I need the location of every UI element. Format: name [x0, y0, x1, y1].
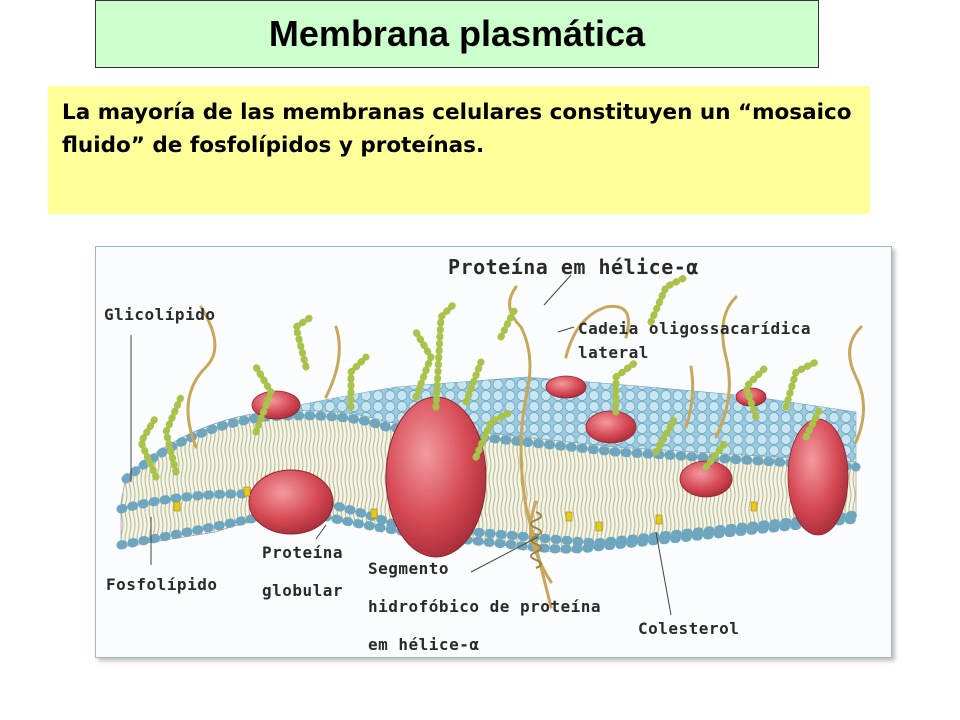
- protein-center: [585, 410, 637, 444]
- bilayer-bottom-edge: [116, 504, 861, 554]
- label-segment-2: hidrofóbico de proteína: [368, 597, 602, 616]
- label-globular-protein-1: Proteína: [262, 543, 344, 562]
- description-box: La mayoría de las membranas celulares co…: [48, 86, 870, 214]
- label-segment-1: Segmento: [368, 559, 450, 578]
- description-text: La mayoría de las membranas celulares co…: [62, 100, 852, 158]
- helix-coil: [530, 511, 542, 569]
- protein-mid-top: [545, 375, 587, 399]
- label-alpha-helix-protein: Proteína em hélice-α: [448, 255, 699, 279]
- protein-left-top: [251, 390, 301, 420]
- cholesterol-molecules: [173, 486, 758, 532]
- membrane-diagram: Proteína em hélice-α Glicolípido Cadeia …: [95, 246, 892, 658]
- leader-lines: [130, 274, 672, 616]
- oligosaccharide-chains: [137, 273, 825, 481]
- helix-strands: [186, 285, 865, 609]
- label-glycolipid: Glicolípido: [104, 305, 216, 324]
- label-segment-3: em hélice-α: [368, 635, 480, 654]
- protein-far-right: [787, 418, 849, 536]
- label-cholesterol: Colesterol: [638, 619, 740, 638]
- protein-right: [679, 460, 733, 498]
- globular-protein-large: [385, 396, 487, 558]
- membrane-illustration: [116, 273, 865, 616]
- label-phospholipid: Fosfolípido: [106, 575, 218, 594]
- globular-protein-lower: [248, 469, 334, 535]
- label-oligosaccharide-1: Cadeia oligossacarídica: [578, 319, 812, 338]
- label-globular-protein-2: globular: [262, 581, 344, 600]
- label-oligosaccharide-2: lateral: [578, 343, 649, 362]
- slide-title-box: Membrana plasmática: [95, 0, 819, 68]
- slide-title: Membrana plasmática: [268, 13, 646, 54]
